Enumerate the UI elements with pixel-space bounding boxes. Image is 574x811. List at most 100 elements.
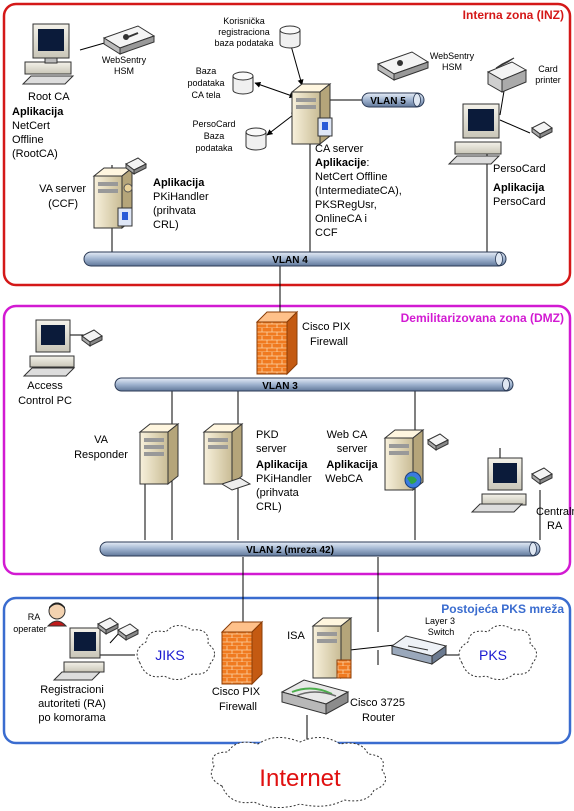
isa-label: ISA <box>287 630 305 642</box>
ca-server-title: CA server <box>315 143 364 155</box>
centralni-ra-label-2: RA <box>547 520 563 532</box>
va-responder-icon <box>138 422 180 486</box>
reg-ra-workstation-icon <box>52 627 105 681</box>
pkd-server-title-1: PKD <box>256 429 279 441</box>
access-control-reader-icon <box>81 329 103 347</box>
zone-inz-title: Interna zona (INZ) <box>463 8 564 22</box>
vlan4-pipe: VLAN 4 <box>83 251 507 267</box>
isa-server-icon <box>311 616 353 680</box>
va-responder-label-1: VA <box>94 434 109 446</box>
jiks-cloud-icon <box>136 625 215 680</box>
access-control-label-2: Control PC <box>18 395 72 407</box>
access-control-label-1: Access <box>27 380 63 392</box>
layer3-switch-icon <box>390 635 448 665</box>
va-server-app-heading: Aplikacija <box>153 177 205 189</box>
internet-label: Internet <box>259 765 341 792</box>
pkd-server-app-line-3: CRL) <box>256 501 282 513</box>
jiks-label: JIKS <box>155 647 185 663</box>
ca-server-app-line-4: OnlineCA i <box>315 213 367 225</box>
zone-inz-frame <box>2 2 572 287</box>
va-server-title-2: (CCF) <box>48 198 78 210</box>
vlan2-pipe: VLAN 2 (mreza 42) <box>99 541 541 557</box>
zone-pks-title: Postojeća PKS mreža <box>441 602 564 616</box>
dmz-firewall-label-1: Cisco PIX <box>302 321 351 333</box>
centralni-ra-reader-icon <box>531 467 553 485</box>
zone-dmz-frame <box>2 304 572 576</box>
pkd-server-app-heading: Aplikacija <box>256 459 308 471</box>
card-printer-icon <box>486 57 528 93</box>
hsm-left-label-2: HSM <box>114 66 134 76</box>
db-registration-label-1: Korisnička <box>223 16 265 26</box>
db-ca-label-1: Baza <box>196 66 217 76</box>
db-ca-label-2: podataka <box>187 78 224 88</box>
root-ca-app-line-1: NetCert <box>12 120 50 132</box>
va-responder-label-2: Responder <box>74 449 128 461</box>
card-printer-label-2: printer <box>535 75 561 85</box>
db-persocard-label-1: PersoCard <box>192 119 235 129</box>
persocard-title: PersoCard <box>493 163 546 175</box>
pkd-server-title-2: server <box>256 443 287 455</box>
ca-server-app-line-1: NetCert Offline <box>315 171 388 183</box>
zone-dmz-title: Demilitarizovana zona (DMZ) <box>401 311 564 325</box>
vlan5-pipe: VLAN 5 <box>361 92 425 108</box>
reg-ra-label-1: Registracioni <box>40 684 104 696</box>
switch-label-2: Switch <box>428 627 455 637</box>
db-registration-label-2: registraciona <box>218 27 270 37</box>
internet-cloud-icon <box>210 737 387 808</box>
db-ca-label-3: CA tela <box>191 90 220 100</box>
ca-server-app-heading: Aplikacije: <box>315 157 369 169</box>
root-ca-app-line-2: Offline <box>12 134 44 146</box>
ca-server-icon <box>290 82 333 146</box>
centralni-ra-label-1: Centralni <box>536 506 574 518</box>
dmz-firewall-label-2: Firewall <box>310 336 348 348</box>
hsm-right-label-1: WebSentry <box>430 51 475 61</box>
ra-operater-label-1: RA <box>28 612 41 622</box>
root-ca-workstation-icon <box>21 23 75 85</box>
db-persocard-icon <box>245 127 267 151</box>
persocard-app-heading: Aplikacija <box>493 182 545 194</box>
va-server-app-line-2: (prihvata <box>153 205 197 217</box>
pks-firewall-icon <box>220 620 264 686</box>
switch-label-1: Layer 3 <box>425 616 455 626</box>
ca-server-app-heading-colon: : <box>366 157 369 169</box>
vlan3-pipe: VLAN 3 <box>114 377 514 392</box>
ra-operater-label-2: operater <box>13 624 47 634</box>
persocard-reader-icon <box>531 121 553 139</box>
hsm-left-icon <box>102 25 156 55</box>
web-ca-reader-icon <box>427 433 449 451</box>
pks-firewall-label-2: Firewall <box>219 701 257 713</box>
vlan4-label: VLAN 4 <box>272 255 308 266</box>
pkd-server-icon <box>202 422 252 491</box>
cisco-router-icon <box>280 679 350 715</box>
ca-server-app-heading-text: Aplikacije <box>315 157 366 169</box>
hsm-left-label-1: WebSentry <box>102 55 147 65</box>
reg-ra-reader-icon-1 <box>97 617 119 635</box>
va-server-ccf-icon <box>92 166 134 230</box>
web-ca-server-icon <box>383 428 425 492</box>
db-persocard-label-2: Baza <box>204 131 225 141</box>
db-registration-label-3: baza podataka <box>214 38 273 48</box>
hsm-right-icon <box>376 51 430 81</box>
web-ca-app-heading: Aplikacija <box>326 459 378 471</box>
root-ca-app-line-3: (RootCA) <box>12 148 58 160</box>
persocard-workstation-icon <box>447 103 502 165</box>
reg-ra-reader-icon-2 <box>117 623 139 641</box>
hsm-right-label-2: HSM <box>442 62 462 72</box>
ca-server-app-line-2: (IntermediateCA), <box>315 185 402 197</box>
ca-server-app-line-3: PKSRegUsr, <box>315 199 377 211</box>
pks-cloud-icon <box>458 625 537 680</box>
db-registration-icon <box>279 25 301 49</box>
root-ca-app-heading: Aplikacija <box>12 106 64 118</box>
va-server-reader-icon <box>125 157 147 175</box>
reg-ra-label-2: autoriteti (RA) <box>38 698 106 710</box>
pkd-server-app-line-2: (prihvata <box>256 487 300 499</box>
centralni-ra-workstation-icon <box>470 457 527 513</box>
reg-ra-label-3: po komorama <box>38 712 106 724</box>
card-printer-label-1: Card <box>538 64 558 74</box>
router-label-1: Cisco 3725 <box>350 697 405 709</box>
va-server-app-line-3: CRL) <box>153 219 179 231</box>
vlan3-label: VLAN 3 <box>262 381 298 392</box>
router-label-2: Router <box>362 712 395 724</box>
va-server-title-1: VA server <box>39 183 86 195</box>
db-ca-icon <box>232 71 254 95</box>
